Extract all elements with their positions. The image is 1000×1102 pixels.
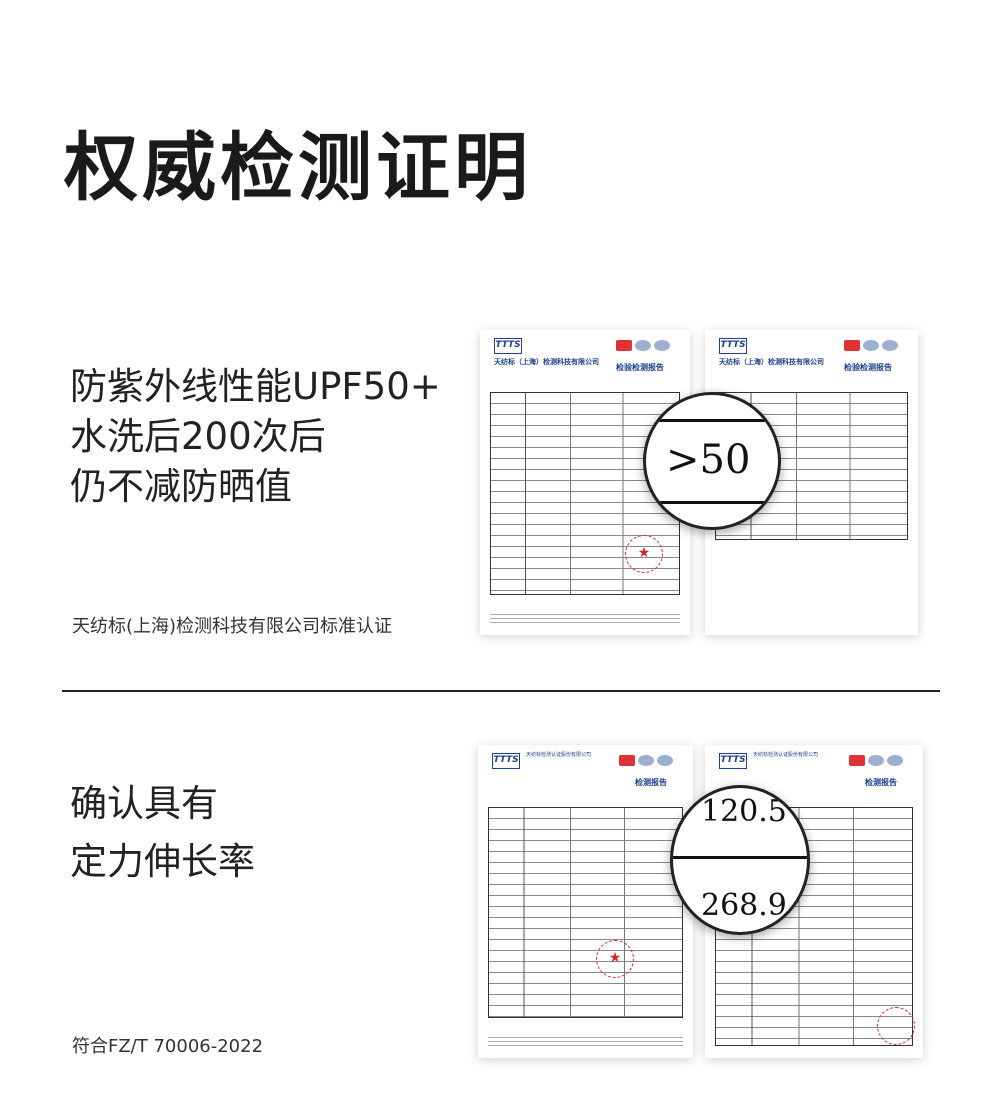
certification-caption: 天纺标(上海)检测科技有限公司标准认证: [72, 616, 393, 637]
report-org: 天纺标（上海）检测科技有限公司: [719, 358, 824, 366]
report-org: 天纺标检测认证股份有限公司: [526, 752, 592, 758]
certification-marks-icon: [849, 755, 903, 766]
ttts-logo: TTTS: [719, 753, 747, 769]
certification-marks-icon: [616, 340, 670, 351]
feature-text-2: 确认具有 定力伸长率: [70, 775, 255, 891]
standard-caption: 符合FZ/T 70006-2022: [72, 1036, 264, 1057]
ttts-logo: TTTS: [494, 338, 522, 354]
value-upper: 120.5: [701, 794, 787, 829]
test-report-page-3: TTTS 天纺标检测认证股份有限公司 检测报告 ★: [478, 745, 693, 1058]
red-seal-icon: ★: [625, 535, 663, 573]
magnifier-circle: >50: [643, 392, 781, 530]
ttts-logo: TTTS: [492, 753, 520, 769]
red-seal-icon: [877, 1007, 915, 1045]
feature-text-1: 防紫外线性能UPF50+ 水洗后200次后 仍不减防晒值: [70, 362, 441, 512]
certification-marks-icon: [619, 755, 673, 766]
report-footer: [490, 611, 680, 625]
certification-marks-icon: [844, 340, 898, 351]
report-title: 检验检测报告: [616, 363, 664, 372]
value-lower: 268.9: [701, 888, 787, 923]
report-org: 天纺标（上海）检测科技有限公司: [494, 358, 599, 366]
page-title: 权威检测证明: [64, 125, 532, 211]
report-title: 检测报告: [865, 778, 897, 787]
report-table: [488, 807, 683, 1018]
feature-line: 水洗后200次后: [70, 415, 326, 458]
red-seal-icon: ★: [596, 940, 634, 978]
upf-value: >50: [666, 437, 751, 483]
feature-line: 确认具有: [70, 782, 218, 825]
report-title: 检测报告: [635, 778, 667, 787]
report-title: 检验检测报告: [844, 363, 892, 372]
ttts-logo: TTTS: [719, 338, 747, 354]
feature-line: 仍不减防晒值: [70, 465, 292, 508]
feature-line: 防紫外线性能UPF50+: [70, 365, 441, 408]
feature-line: 定力伸长率: [70, 840, 255, 883]
report-footer: [488, 1034, 683, 1048]
report-org: 天纺标检测认证股份有限公司: [753, 752, 819, 758]
magnifier-circle: 120.5 268.9: [670, 785, 810, 935]
section-divider: [62, 690, 940, 692]
